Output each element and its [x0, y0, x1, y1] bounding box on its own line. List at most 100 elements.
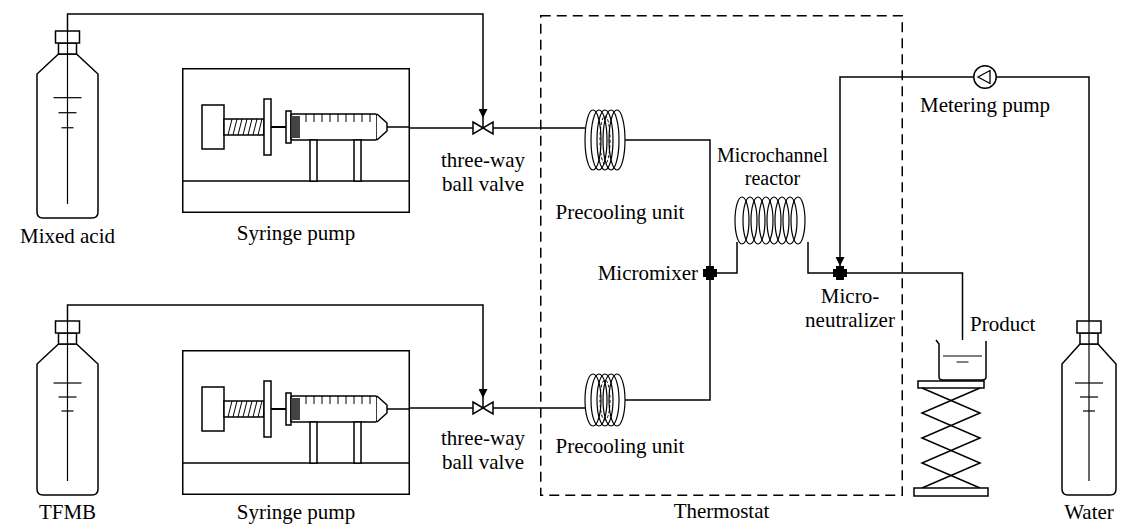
tubing-line	[410, 127, 473, 129]
graduation	[362, 396, 363, 404]
component-label: Precooling unit	[556, 200, 685, 224]
junction-block	[833, 269, 847, 277]
syringe-tip	[377, 114, 387, 140]
graduation	[322, 114, 323, 122]
three-way-valve-icon	[473, 118, 493, 138]
jack-base	[914, 488, 988, 496]
graduation	[306, 396, 307, 404]
dip-tube	[67, 320, 68, 481]
tubing-line	[625, 280, 710, 400]
graduation	[362, 114, 363, 122]
reactor-turn	[767, 197, 781, 244]
outlet-tube	[387, 126, 410, 128]
syringe-barrel	[291, 114, 377, 140]
syringe-pump-icon	[182, 68, 410, 213]
reactor-turn	[743, 197, 757, 244]
pump-motor	[202, 105, 224, 149]
micro-neutralizer-icon	[833, 266, 847, 280]
three-way-valve-icon	[473, 398, 493, 418]
liquid-mark	[957, 362, 969, 363]
component-label: TFMB	[39, 500, 96, 524]
valve-body	[473, 402, 493, 414]
graduation	[306, 114, 307, 122]
pump-platform	[182, 180, 410, 182]
thermostat-outline	[541, 16, 903, 496]
pump-motor	[202, 387, 224, 431]
lab-jack	[914, 381, 988, 496]
reactor-coil: Microchannel reactor	[730, 195, 815, 250]
pusher-block	[264, 99, 271, 155]
precooling-coil-icon	[585, 108, 625, 172]
valve-stem	[482, 398, 484, 408]
reactor-turn	[783, 197, 797, 244]
screw-thread	[233, 119, 237, 135]
screw-thread	[258, 401, 262, 417]
component-label: Thermostat	[674, 499, 770, 523]
tubing-line	[493, 127, 585, 129]
beaker-wall	[936, 340, 986, 380]
coil-inner	[600, 116, 610, 164]
component-label: Product	[970, 312, 1035, 336]
lead-screw	[224, 119, 264, 135]
lead-screw	[224, 401, 264, 417]
reactor-lead	[736, 242, 738, 250]
barrel-support	[354, 422, 361, 463]
screw-thread	[233, 401, 237, 417]
level-mark	[54, 97, 82, 98]
barrel-support	[310, 422, 317, 463]
reactor-turn	[751, 197, 765, 244]
level-mark	[1083, 410, 1095, 411]
coil-turn	[609, 110, 625, 170]
level-mark	[54, 382, 82, 383]
metering-pump: Metering pump	[973, 65, 997, 89]
flow-direction	[978, 71, 990, 84]
thermostat-region: Precooling unitMicromixer Microchannel re…	[540, 15, 903, 496]
pusher-block	[264, 381, 271, 437]
level-mark	[59, 112, 77, 113]
screw-thread	[258, 119, 262, 135]
plunger-head	[292, 116, 300, 138]
graduation	[314, 114, 315, 122]
graduation	[354, 396, 355, 404]
reagent-bottle-icon	[1060, 320, 1118, 495]
tubing-line	[410, 407, 473, 409]
syringe-barrel	[291, 396, 377, 422]
three-way-valve: three-way ball valve	[473, 118, 493, 138]
plunger-rod	[271, 408, 286, 410]
reagent-bottle: Mixed acid	[35, 30, 100, 218]
precooling-coil: Precooling unit	[585, 108, 625, 172]
syringe-pump-icon	[182, 350, 410, 495]
component-label: Micromixer	[598, 261, 698, 285]
valve-body	[473, 122, 493, 134]
product-beaker-icon	[935, 340, 990, 380]
tubing-line	[808, 250, 833, 273]
screw-thread	[243, 119, 247, 135]
plunger-head	[292, 398, 300, 420]
graduation	[338, 114, 339, 122]
graduation	[322, 396, 323, 404]
pump-housing	[183, 351, 410, 495]
level-mark	[62, 410, 74, 411]
graduation	[330, 114, 331, 122]
screw-thread	[238, 119, 242, 135]
screw-thread	[253, 401, 257, 417]
graduation	[330, 396, 331, 404]
three-way-valve: three-way ball valve	[473, 398, 493, 418]
micromixer-icon	[703, 266, 717, 280]
screw-thread	[228, 401, 232, 417]
micro-neutralizer: Micro- neutralizer	[833, 266, 847, 280]
precooling-coil-icon	[585, 372, 625, 428]
reagent-bottle-icon	[35, 320, 100, 495]
jack-scissor	[922, 388, 980, 488]
component-label: Micro- neutralizer	[800, 284, 900, 332]
barrel-support	[310, 140, 317, 181]
pump-casing	[974, 66, 997, 89]
barrel-support	[354, 140, 361, 181]
reagent-bottle-icon	[35, 30, 100, 218]
valve-stem	[482, 118, 484, 128]
pump-platform	[182, 462, 410, 464]
screw-thread	[248, 401, 252, 417]
syringe-pump: Syringe pump	[182, 350, 410, 495]
level-mark	[1080, 396, 1098, 397]
graduation	[338, 396, 339, 404]
